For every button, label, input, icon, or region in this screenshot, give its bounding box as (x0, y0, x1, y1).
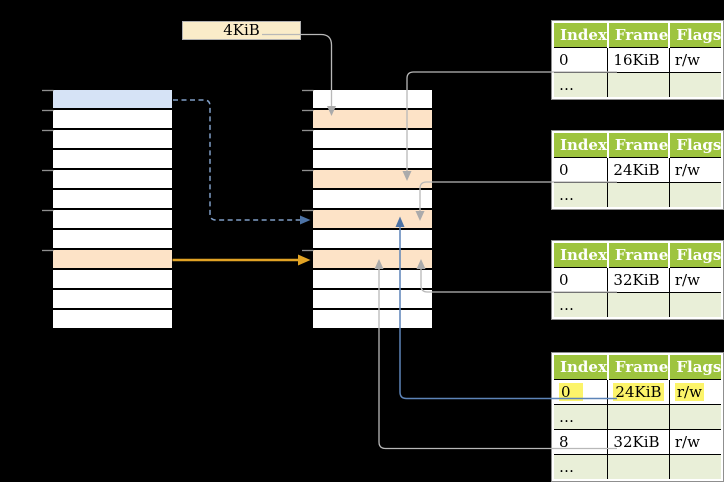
cell-index: 0 (554, 156, 609, 182)
highlight-mark: r/w (674, 382, 704, 401)
page-table-1: Index Frame Flags 0 16KiB r/w … (551, 20, 724, 100)
column-header-index: Index (554, 133, 609, 157)
cell-index: … (554, 181, 609, 207)
column-header-frame: Frame (607, 355, 671, 379)
cell-frame: 16KiB (607, 46, 670, 72)
memory-row (313, 270, 432, 290)
memory-row (313, 150, 432, 170)
cell-frame: 32KiB (607, 428, 670, 454)
table-row-highlighted: 0 24KiB r/w (554, 378, 722, 404)
table-row-ellipsis: … (554, 453, 722, 479)
column-header-frame: Frame (607, 23, 671, 47)
arrow-virtual-page8-to-frame (172, 254, 311, 266)
column-header-frame: Frame (607, 243, 671, 267)
memory-row (53, 90, 172, 110)
column-header-index: Index (554, 243, 609, 267)
cell-index: 0 (554, 46, 609, 72)
cell-frame: 24KiB (607, 378, 670, 404)
cell-flags (669, 403, 722, 429)
table-row: 0 16KiB r/w (554, 46, 722, 72)
memory-row (53, 130, 172, 150)
page-size-label: 4KiB (182, 21, 301, 40)
cell-index: 0 (554, 266, 609, 292)
cell-frame: 32KiB (607, 266, 670, 292)
memory-row (53, 110, 172, 130)
page-table-3: Index Frame Flags 0 32KiB r/w … (551, 240, 724, 320)
arrow-virtual-page0-translation (173, 99, 311, 225)
memory-row (313, 230, 432, 250)
memory-row (53, 270, 172, 290)
memory-row (313, 250, 432, 270)
memory-row (53, 230, 172, 250)
table-row: 0 24KiB r/w (554, 156, 722, 182)
cell-flags (669, 71, 722, 97)
page-table-3-grid: Index Frame Flags 0 32KiB r/w … (554, 243, 722, 317)
memory-row (313, 310, 432, 330)
page-table-4: Index Frame Flags 0 24KiB r/w … 8 32KiB … (551, 352, 724, 482)
table-row: 0 32KiB r/w (554, 266, 722, 292)
cell-flags (669, 181, 722, 207)
table-header-row: Index Frame Flags (554, 133, 722, 157)
cell-index: … (554, 403, 609, 429)
memory-row (53, 250, 172, 270)
table-row: 8 32KiB r/w (554, 428, 722, 454)
table-header-row: Index Frame Flags (554, 355, 722, 379)
memory-row (53, 170, 172, 190)
cell-flags: r/w (669, 266, 722, 292)
cell-frame (607, 181, 670, 207)
cell-frame (607, 291, 670, 317)
highlight-mark: 0 (559, 382, 583, 401)
column-header-index: Index (554, 23, 609, 47)
column-header-index: Index (554, 355, 609, 379)
cell-frame (607, 71, 670, 97)
memory-row (53, 190, 172, 210)
column-header-flags: Flags (669, 243, 722, 267)
page-table-2-grid: Index Frame Flags 0 24KiB r/w … (554, 133, 722, 207)
memory-row (313, 170, 432, 190)
page-table-2: Index Frame Flags 0 24KiB r/w … (551, 130, 724, 210)
cell-frame: 24KiB (607, 156, 670, 182)
column-header-flags: Flags (669, 355, 722, 379)
memory-row (313, 190, 432, 210)
physical-memory-column (313, 90, 432, 330)
cell-frame (607, 453, 670, 479)
memory-row (53, 150, 172, 170)
cell-flags: r/w (669, 156, 722, 182)
table-header-row: Index Frame Flags (554, 23, 722, 47)
memory-row (313, 130, 432, 150)
cell-index: … (554, 453, 609, 479)
column-header-flags: Flags (669, 133, 722, 157)
memory-row (53, 290, 172, 310)
cell-flags (669, 291, 722, 317)
table-row-ellipsis: … (554, 71, 722, 97)
cell-index: … (554, 71, 609, 97)
cell-frame (607, 403, 670, 429)
page-table-1-grid: Index Frame Flags 0 16KiB r/w … (554, 23, 722, 97)
table-row-ellipsis: … (554, 291, 722, 317)
table-row-ellipsis: … (554, 181, 722, 207)
cell-index: 0 (554, 378, 609, 404)
cell-flags: r/w (669, 46, 722, 72)
cell-flags (669, 453, 722, 479)
cell-flags: r/w (669, 378, 722, 404)
table-header-row: Index Frame Flags (554, 243, 722, 267)
memory-row (313, 110, 432, 130)
cell-flags: r/w (669, 428, 722, 454)
cell-index: 8 (554, 428, 609, 454)
virtual-memory-column (53, 90, 172, 330)
memory-row (313, 90, 432, 110)
column-header-frame: Frame (607, 133, 671, 157)
cell-index: … (554, 291, 609, 317)
column-header-flags: Flags (669, 23, 722, 47)
highlight-mark: 24KiB (613, 382, 664, 401)
memory-row (53, 210, 172, 230)
table-row-ellipsis: … (554, 403, 722, 429)
memory-row (313, 210, 432, 230)
page-table-4-grid: Index Frame Flags 0 24KiB r/w … 8 32KiB … (554, 355, 722, 479)
memory-row (313, 290, 432, 310)
memory-row (53, 310, 172, 330)
